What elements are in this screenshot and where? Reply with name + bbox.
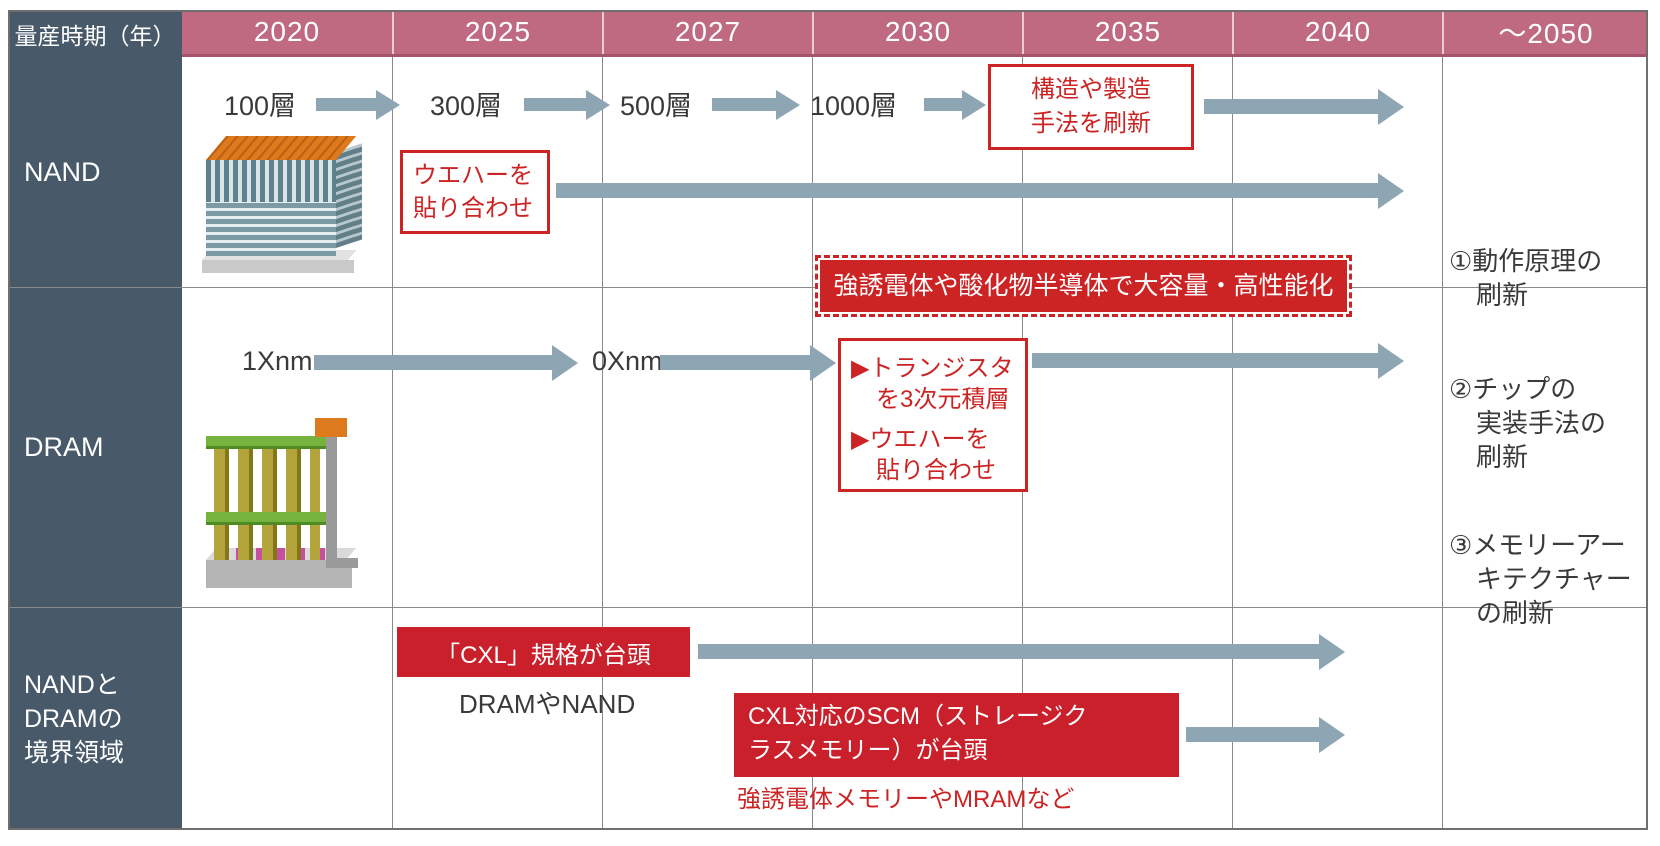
year-header: ～2050 [1442, 10, 1648, 54]
goal-line: の刷新 [1476, 598, 1555, 628]
arrow-icon [712, 98, 776, 111]
year-header: 2027 [602, 10, 812, 54]
nand-milestone-100: 100層 [224, 91, 297, 121]
arrow-icon [924, 98, 962, 111]
chip-plate [206, 512, 328, 525]
goal-memory-architecture: ③メモリーアー キテクチャー の刷新 [1449, 528, 1645, 630]
goal-line: ③メモリーアー [1449, 530, 1626, 560]
dram-node-0xnm: 0Xnm [592, 346, 663, 376]
grid-line [1442, 57, 1443, 830]
grid-line [1232, 57, 1233, 830]
goal-line: 刷新 [1476, 280, 1529, 310]
year-header: 2030 [812, 10, 1022, 54]
box-text-line: 手法を刷新 [1031, 110, 1151, 137]
box-text-line: 貼り合わせ [413, 195, 533, 222]
row-label-dram: DRAM [24, 431, 104, 462]
goal-chip-packaging: ②チップの 実装手法の 刷新 [1449, 372, 1645, 474]
dram-node-1xnm: 1Xnm [242, 346, 313, 376]
goal-line: ①動作原理の [1449, 246, 1603, 276]
grid-line [812, 57, 813, 830]
arrow-icon [1204, 99, 1378, 114]
row-label-nand: NAND [24, 156, 101, 187]
banner-text: 強誘電体や酸化物半導体で大容量・高性能化 [820, 260, 1347, 312]
nand-milestone-300: 300層 [430, 91, 503, 121]
nand-milestone-500: 500層 [620, 91, 693, 121]
row-label-line: DRAMの [24, 704, 123, 733]
chip-top [206, 136, 357, 160]
goal-line: ②チップの [1449, 374, 1577, 404]
arrow-icon [316, 98, 376, 111]
box-text-line: ▶ウエハーを [851, 426, 990, 453]
chip-plate [206, 436, 328, 449]
ferroelectric-banner: 強誘電体や酸化物半導体で大容量・高性能化 [815, 255, 1352, 317]
row-label-column [8, 10, 182, 830]
arrow-icon [556, 183, 1378, 198]
scm-box: CXL対応のSCM（ストレージク ラスメモリー）が台頭 [734, 693, 1179, 777]
year-header-row: 2020 2025 2027 2030 2035 2040 ～2050 [182, 10, 1648, 57]
box-text-line: 貼り合わせ [876, 457, 996, 484]
chip-layers [206, 202, 336, 256]
dram-stacking-box: ▶トランジスタ を3次元積層 ▶ウエハーを 貼り合わせ [838, 338, 1028, 492]
chip-pillars [214, 438, 320, 560]
scm-note: 強誘電体メモリーやMRAMなど [737, 786, 1075, 813]
goal-line: キテクチャー [1476, 564, 1632, 594]
nand-refresh-box: 構造や製造 手法を刷新 [988, 64, 1194, 150]
goal-line: 実装手法の [1476, 408, 1607, 438]
nand-milestone-1000: 1000層 [810, 91, 898, 121]
row-label-line: 境界領域 [24, 738, 125, 767]
grid-line [8, 607, 1648, 608]
year-header: 2025 [392, 10, 602, 54]
timeline-axis-label: 量産時期（年） [14, 22, 176, 49]
nand-chip-illustration [190, 118, 374, 283]
box-text-line: CXL対応のSCM（ストレージク [748, 703, 1088, 730]
box-text-line: を3次元積層 [876, 386, 1010, 413]
cxl-note: DRAMやNAND [459, 689, 636, 719]
chip-fins [206, 160, 336, 203]
chip-base [202, 260, 354, 273]
arrow-icon [698, 644, 1319, 659]
arrow-icon [314, 355, 552, 370]
row-label-boundary: NANDと DRAMの 境界領域 [8, 607, 182, 830]
chip-front [206, 160, 336, 256]
cxl-standard-box: 「CXL」規格が台頭 [397, 627, 690, 677]
box-text-line: ラスメモリー）が台頭 [748, 737, 988, 764]
goal-line: 刷新 [1476, 442, 1529, 472]
goal-operating-principle: ①動作原理の 刷新 [1449, 244, 1645, 312]
chip-side [336, 143, 362, 248]
box-text-line: ▶トランジスタ [851, 355, 1014, 382]
year-header: 2020 [253, 16, 321, 47]
arrow-icon [1032, 353, 1378, 368]
chip-contact [326, 436, 337, 568]
chip-contact [326, 558, 358, 568]
year-header: 2035 [1022, 10, 1232, 54]
arrow-icon [1186, 727, 1319, 742]
chip-cap [315, 418, 347, 437]
nand-wafer-bonding-box: ウエハーを 貼り合わせ [400, 150, 550, 234]
box-text-line: 構造や製造 [1031, 76, 1151, 103]
arrow-icon [524, 98, 586, 111]
box-text-line: ウエハーを [413, 162, 533, 189]
arrow-icon [660, 355, 810, 370]
dram-chip-illustration [196, 390, 364, 605]
year-header: 2040 [1232, 10, 1442, 54]
grid-line [392, 57, 393, 830]
row-label-line: NANDと [24, 670, 120, 699]
grid-line [602, 57, 603, 830]
